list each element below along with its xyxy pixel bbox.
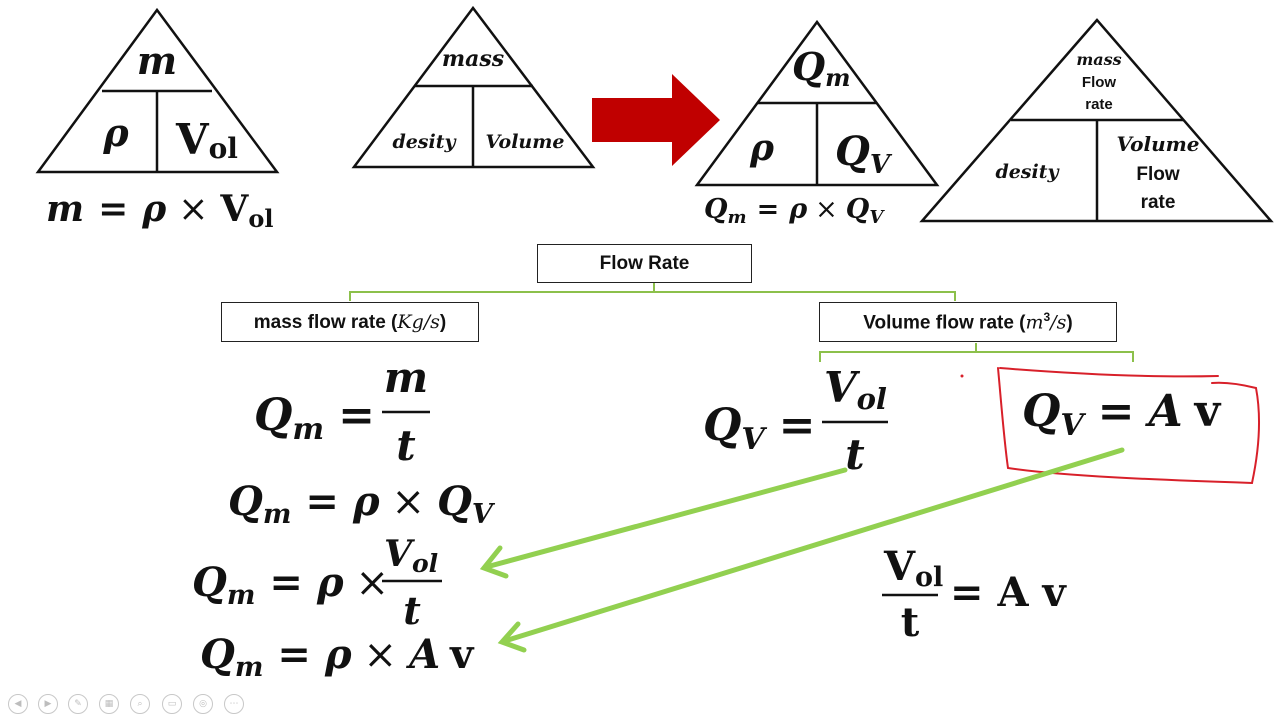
tree-branch <box>349 291 956 301</box>
glyph: ▶ <box>44 699 52 709</box>
formula-qm-rho-qv: Qm=ρ×QV <box>228 478 496 530</box>
glyph: ◎ <box>199 699 207 709</box>
triangle-words: mass desity Volume <box>351 5 596 169</box>
volume-flow-rate-label: Volume flow rate (m3/s) <box>863 310 1072 334</box>
formula-mass-flow: Qm=ρ×QV <box>704 194 885 228</box>
formula-qm-rho-vol-t: Qm=ρ× Vol t <box>192 533 442 633</box>
subtitles-icon[interactable]: ▭ <box>162 694 182 714</box>
fraction-numerator: Vol <box>384 533 438 578</box>
triangle-flow-symbols: Qm ρ QV <box>694 19 940 187</box>
triangle-right-label: QV <box>835 128 893 180</box>
zoom-icon[interactable]: ⌕ <box>130 694 150 714</box>
triangle-top-label: mass <box>442 46 504 72</box>
triangle-top-label: Qm <box>792 44 851 92</box>
formula-vol-t-av: Vol t =A v <box>882 543 1067 646</box>
mass-flow-rate-label: mass flow rate (Kg/s) <box>254 311 446 334</box>
triangle-mass-density-volume: m ρ Vol <box>35 7 280 174</box>
triangle-top-label: m <box>137 38 177 83</box>
triangle-flow-words: mass Flow rate desity Volume Flow rate <box>919 18 1274 223</box>
glyph: ✎ <box>74 699 82 709</box>
triangle-right-label: rate <box>1141 192 1176 213</box>
formula-lhs: QV= <box>703 400 815 457</box>
triangle-left-label: ρ <box>749 127 775 169</box>
label-close: ) <box>1066 312 1073 334</box>
triangle-right-label: Volume <box>486 131 565 153</box>
green-arrow-head-icon <box>479 545 509 579</box>
label-close: ) <box>439 311 447 333</box>
formula-rhs: =A v <box>950 569 1067 616</box>
volume-flow-rate-box: Volume flow rate (m3/s) <box>819 302 1117 342</box>
fraction-numerator: m <box>384 353 428 402</box>
unit-text: m <box>1025 311 1044 334</box>
unit-text: /s <box>1050 311 1067 334</box>
formula-mass: m=ρ×Vol <box>46 188 273 233</box>
green-arrows <box>479 447 1125 653</box>
triangle-top-label: Flow <box>1082 74 1116 91</box>
pen-icon[interactable]: ✎ <box>68 694 88 714</box>
triangle-right-label: Volume <box>1116 132 1199 156</box>
green-arrow-line <box>487 467 848 569</box>
tree-branch <box>819 351 1134 362</box>
fraction-numerator: Vol <box>883 543 943 593</box>
green-arrow-head-icon <box>497 621 527 653</box>
fraction-denominator: t <box>396 421 415 470</box>
triangle-right-label: Flow <box>1136 164 1179 185</box>
glyph: ⋯ <box>229 699 239 709</box>
fraction-denominator: t <box>403 588 421 633</box>
mass-flow-rate-box: mass flow rate (Kg/s) <box>221 302 479 342</box>
next-slide-icon[interactable]: ▶ <box>38 694 58 714</box>
more-options-icon[interactable]: ⋯ <box>224 694 244 714</box>
formula-lhs: Qm=ρ× <box>192 559 389 611</box>
red-highlight-loop <box>997 367 1260 485</box>
flow-rate-label: Flow Rate <box>599 252 690 274</box>
triangle-left-label: ρ <box>102 110 129 155</box>
formula-qm-fraction: Qm= m t <box>254 353 430 470</box>
fraction-denominator: t <box>845 430 864 479</box>
triangle-left-label: desity <box>392 131 457 153</box>
prev-slide-icon[interactable]: ◀ <box>8 694 28 714</box>
unit-exponent: 3 <box>1043 309 1051 324</box>
flow-rate-box: Flow Rate <box>537 244 752 283</box>
slides-grid-icon[interactable]: ▦ <box>99 694 119 714</box>
formula-qv-fraction: QV= Vol t <box>703 363 888 479</box>
tree-connectors <box>349 283 1134 362</box>
green-arrow-line <box>505 447 1125 643</box>
laser-icon[interactable]: ◎ <box>193 694 213 714</box>
label-text: mass flow rate ( <box>253 311 398 333</box>
label-text: Volume flow rate ( <box>863 312 1026 334</box>
glyph: ▦ <box>104 699 114 709</box>
glyph: ⌕ <box>137 699 143 709</box>
formula-lhs: Qm= <box>254 390 375 447</box>
fraction-numerator: Vol <box>824 363 887 416</box>
red-mark-dot <box>960 374 964 378</box>
fraction-denominator: t <box>901 599 920 646</box>
glyph: ▭ <box>167 699 177 709</box>
triangle-left-label: desity <box>995 161 1060 183</box>
glyph: ◀ <box>14 699 22 709</box>
triangle-right-label: Vol <box>175 115 238 165</box>
unit-text: Kg/s <box>397 310 440 333</box>
triangle-top-label: mass <box>1076 50 1121 69</box>
triangle-top-label: rate <box>1085 96 1113 113</box>
red-arrow-icon <box>592 74 720 166</box>
